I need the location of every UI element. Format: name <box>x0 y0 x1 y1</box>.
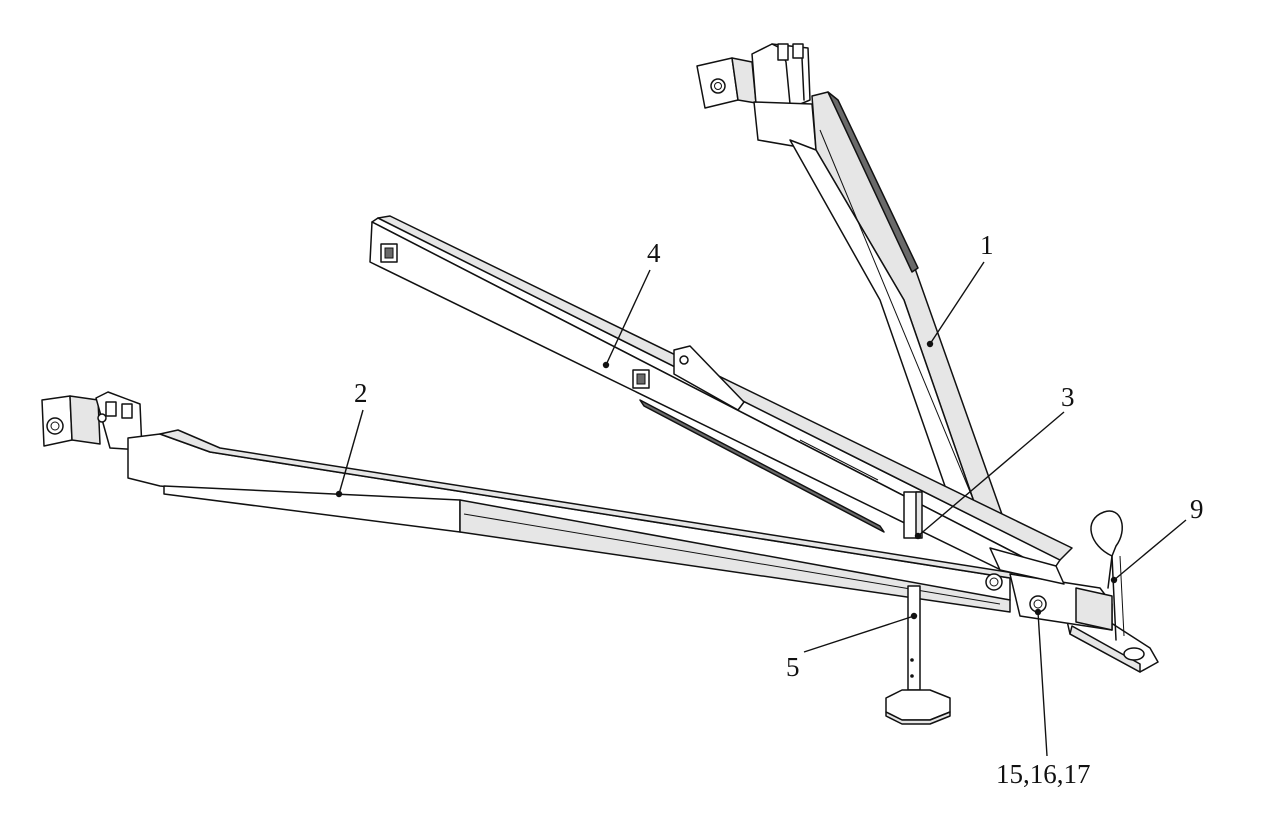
callout-1-label: 1 <box>980 230 994 260</box>
hitch-tongue <box>985 547 1159 673</box>
part-5-jack-stand <box>885 491 951 725</box>
callout-4-label: 4 <box>647 238 661 268</box>
callout-2-label: 2 <box>354 378 368 408</box>
callout-9-label: 9 <box>1190 494 1204 524</box>
callout-2: 2 <box>335 378 368 498</box>
callout-9: 9 <box>1110 494 1204 584</box>
callout-3: 3 <box>914 382 1075 540</box>
part-9-lynch-pin <box>1090 510 1125 641</box>
callout-1: 1 <box>926 230 994 348</box>
part-1-upper-arm <box>696 43 1005 553</box>
callout-15-16-17: 15,16,17 <box>996 608 1091 789</box>
callout-15-16-17-label: 15,16,17 <box>996 759 1091 789</box>
callout-4: 4 <box>602 238 661 369</box>
callout-5: 5 <box>786 612 918 682</box>
callout-5-label: 5 <box>786 652 800 682</box>
part-4-middle-beam <box>369 215 1073 593</box>
callout-3-label: 3 <box>1061 382 1075 412</box>
